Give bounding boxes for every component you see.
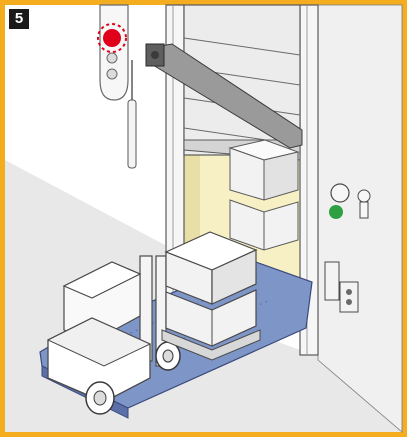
control-box-housing (340, 282, 358, 312)
control-switch-strip (325, 262, 339, 300)
warning-light-lens (107, 69, 117, 79)
sensor-bracket (360, 202, 368, 218)
step-number-badge: 5 (9, 9, 29, 29)
warning-light-lamp (103, 29, 121, 47)
motor-hub (151, 51, 159, 59)
sensor-knob (358, 190, 370, 202)
sensor-green-lamp (329, 205, 343, 219)
control-button (346, 299, 352, 305)
pallet-with-boxes (162, 232, 260, 360)
pull-handle (128, 100, 136, 168)
warning-light-lens (107, 53, 117, 63)
sensor-housing (331, 184, 349, 202)
control-button (346, 289, 352, 295)
wheel-hub (94, 391, 106, 405)
wheel-hub (163, 350, 173, 362)
warning-light-icon (98, 5, 128, 100)
